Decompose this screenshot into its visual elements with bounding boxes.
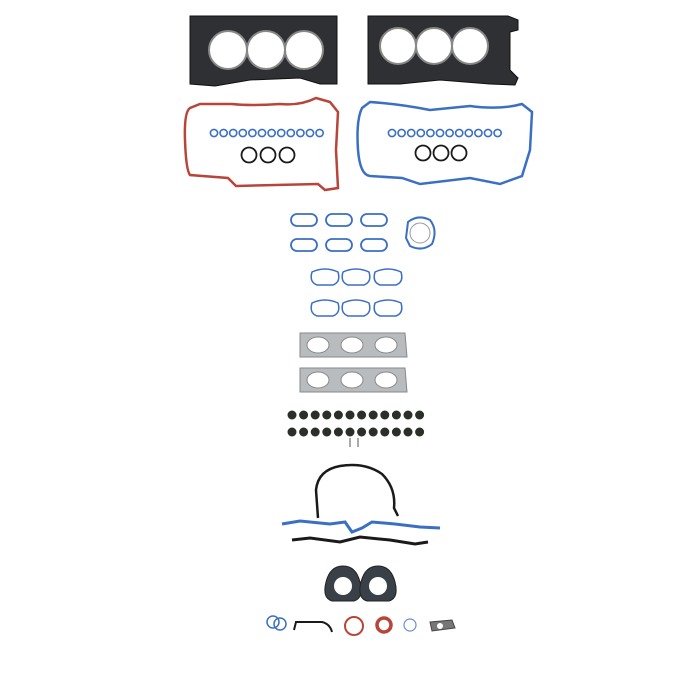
o-ring [473,128,483,138]
upper-intake-gasket [341,299,371,317]
o-ring [315,128,324,138]
stem-seal [287,427,297,437]
stem-seal [299,427,309,437]
o-ring [305,128,315,138]
stem-seal [345,410,355,420]
head-gasket-left [189,15,338,87]
oil-pan-gasket [281,519,441,534]
exhaust-flange-gasket-right [359,565,397,602]
stem-seal [357,427,367,437]
stem-seal [310,427,320,437]
misc-small-gaskets [266,615,456,636]
stem-seal [380,427,390,437]
exhaust-port [340,336,364,354]
timing-cover-seal [314,463,400,519]
o-ring [238,128,248,138]
valve-stem-seals [287,410,425,437]
upper-intake-gasket [310,299,340,317]
exhaust-port [306,336,330,354]
stem-seal [299,410,309,420]
exhaust-port [340,371,364,389]
upper-intake-gasket [310,268,340,286]
black-o-rings-right [414,144,468,162]
stem-seal [391,410,401,420]
o-ring [209,128,219,138]
o-ring [454,128,464,138]
stem-seal [357,410,367,420]
o-ring [286,128,296,138]
o-ring [416,128,426,138]
o-ring [483,128,493,138]
o-ring [425,128,435,138]
intake-port-gasket [325,213,353,227]
intake-port-gasket [360,213,388,227]
upper-intake-gaskets [310,268,403,317]
dowel-pins [349,438,359,447]
intake-gaskets [290,213,388,252]
o-ring [267,128,276,138]
o-ring [219,128,228,138]
exhaust-manifold-gaskets [299,332,408,393]
stem-seal [415,427,425,437]
stem-seal [415,410,425,420]
throttle-body-gasket [404,216,436,250]
valve-cover-gasket-left [183,96,340,192]
exhaust-port [306,371,330,389]
o-ring [387,128,397,138]
rear-seal-strip [291,535,429,546]
spark-plug-tube-seals-left [209,128,324,138]
valve-cover-gasket-right [356,100,534,186]
o-ring [295,128,305,138]
exhaust-port [374,336,398,354]
stem-seal [287,410,297,420]
exhaust-port [374,371,398,389]
stem-seal [391,427,401,437]
intake-port-gasket [290,213,318,227]
upper-intake-gasket [373,268,403,286]
o-ring [397,128,406,138]
stem-seal [368,427,378,437]
o-ring [276,128,286,138]
stem-seal [368,410,378,420]
stem-seal [345,427,355,437]
o-ring [406,128,416,138]
black-o-rings-left [240,146,296,164]
stem-seal [333,410,343,420]
intake-port-gasket [325,238,353,252]
stem-seal [380,410,390,420]
spark-plug-tube-seals-right [387,128,502,138]
o-ring [228,128,238,138]
intake-port-gasket [360,238,388,252]
stem-seal [333,427,343,437]
stem-seal [322,410,332,420]
stem-seal [322,427,332,437]
stem-seal [310,410,320,420]
head-gasket-right [367,15,519,86]
o-ring [493,128,502,138]
o-ring [445,128,454,138]
o-ring [435,128,445,138]
exhaust-flange-gasket-left [324,565,362,602]
o-ring [247,128,257,138]
stem-seal [403,410,413,420]
o-ring [257,128,267,138]
upper-intake-gasket [341,268,371,286]
o-ring [464,128,474,138]
intake-port-gasket [290,238,318,252]
upper-intake-gasket [373,299,403,317]
stem-seal [403,427,413,437]
